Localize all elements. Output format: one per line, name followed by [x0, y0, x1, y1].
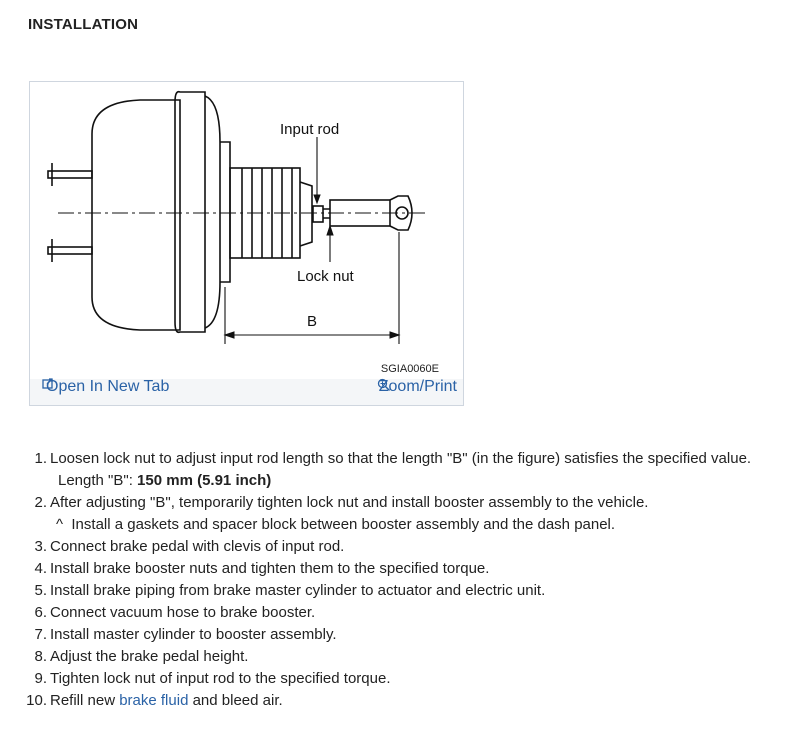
installation-steps: 1. Loosen lock nut to adjust input rod l…	[0, 448, 805, 712]
figure-code: SGIA0060E	[380, 363, 439, 375]
step-text-before: Refill new	[50, 692, 120, 709]
step-text: Connect vacuum hose to brake booster.	[50, 604, 316, 621]
left-stud-upper	[47, 170, 93, 179]
booster-front-shell	[91, 99, 181, 331]
length-label: Length "B":	[58, 472, 138, 489]
step-text: Install brake piping from brake master c…	[50, 582, 546, 599]
section-heading: INSTALLATION	[28, 16, 139, 33]
step-number: 4.	[34, 560, 47, 577]
step-number: 10.	[26, 692, 47, 709]
step-sub-note: ^ Install a gaskets and spacer block bet…	[50, 514, 805, 536]
brake-booster-diagram: Input rod Lock nut B	[47, 90, 425, 344]
step-text: Loosen lock nut to adjust input rod leng…	[50, 450, 752, 467]
open-new-tab-link[interactable]: Open In New Tab	[42, 378, 169, 396]
step-number: 9.	[34, 670, 47, 687]
step-number: 7.	[34, 626, 47, 643]
step-number: 1.	[34, 450, 47, 467]
list-item: 4.Install brake booster nuts and tighten…	[0, 558, 805, 580]
left-stud-lower	[47, 246, 93, 255]
step-text: Connect brake pedal with clevis of input…	[50, 538, 345, 555]
step-number: 3.	[34, 538, 47, 555]
length-value: 150 mm (5.91 inch)	[137, 472, 272, 489]
step-number: 6.	[34, 604, 47, 621]
step-text: Install master cylinder to booster assem…	[50, 626, 337, 643]
figure-container: Input rod Lock nut B SGIA0060E Open In N…	[29, 81, 464, 406]
list-item: 3.Connect brake pedal with clevis of inp…	[0, 536, 805, 558]
step-sub-length: Length "B": 150 mm (5.91 inch)	[50, 470, 805, 492]
list-item: 10.Refill new brake fluid and bleed air.	[0, 690, 805, 712]
step-text-after: and bleed air.	[188, 692, 283, 709]
step-text: Adjust the brake pedal height.	[50, 648, 249, 665]
lock-nut	[312, 205, 324, 223]
zoom-print-link[interactable]: Zoom/Print	[377, 378, 457, 396]
note-text: Install a gaskets and spacer block betwe…	[71, 516, 616, 533]
booster-flange	[174, 90, 206, 334]
figure-footer	[30, 379, 463, 405]
step-number: 5.	[34, 582, 47, 599]
label-input-rod: Input rod	[280, 121, 339, 138]
step-text: Install brake booster nuts and tighten t…	[50, 560, 490, 577]
list-item: 8.Adjust the brake pedal height.	[0, 646, 805, 668]
label-lock-nut: Lock nut	[297, 268, 355, 285]
step-number: 2.	[34, 494, 47, 511]
list-item: 1. Loosen lock nut to adjust input rod l…	[0, 448, 805, 492]
zoom-print-label: Zoom/Print	[378, 378, 457, 395]
step-number: 8.	[34, 648, 47, 665]
list-item: 7.Install master cylinder to booster ass…	[0, 624, 805, 646]
open-new-tab-label: Open In New Tab	[46, 378, 170, 395]
step-text: After adjusting "B", temporarily tighten…	[50, 494, 649, 511]
list-item: 6.Connect vacuum hose to brake booster.	[0, 602, 805, 624]
list-item: 9.Tighten lock nut of input rod to the s…	[0, 668, 805, 690]
note-marker: ^	[56, 516, 64, 533]
step-text: Tighten lock nut of input rod to the spe…	[50, 670, 391, 687]
label-dimension-b: B	[307, 313, 317, 330]
list-item: 2. After adjusting "B", temporarily tigh…	[0, 492, 805, 536]
list-item: 5.Install brake piping from brake master…	[0, 580, 805, 602]
brake-fluid-link[interactable]: brake fluid	[119, 692, 189, 709]
